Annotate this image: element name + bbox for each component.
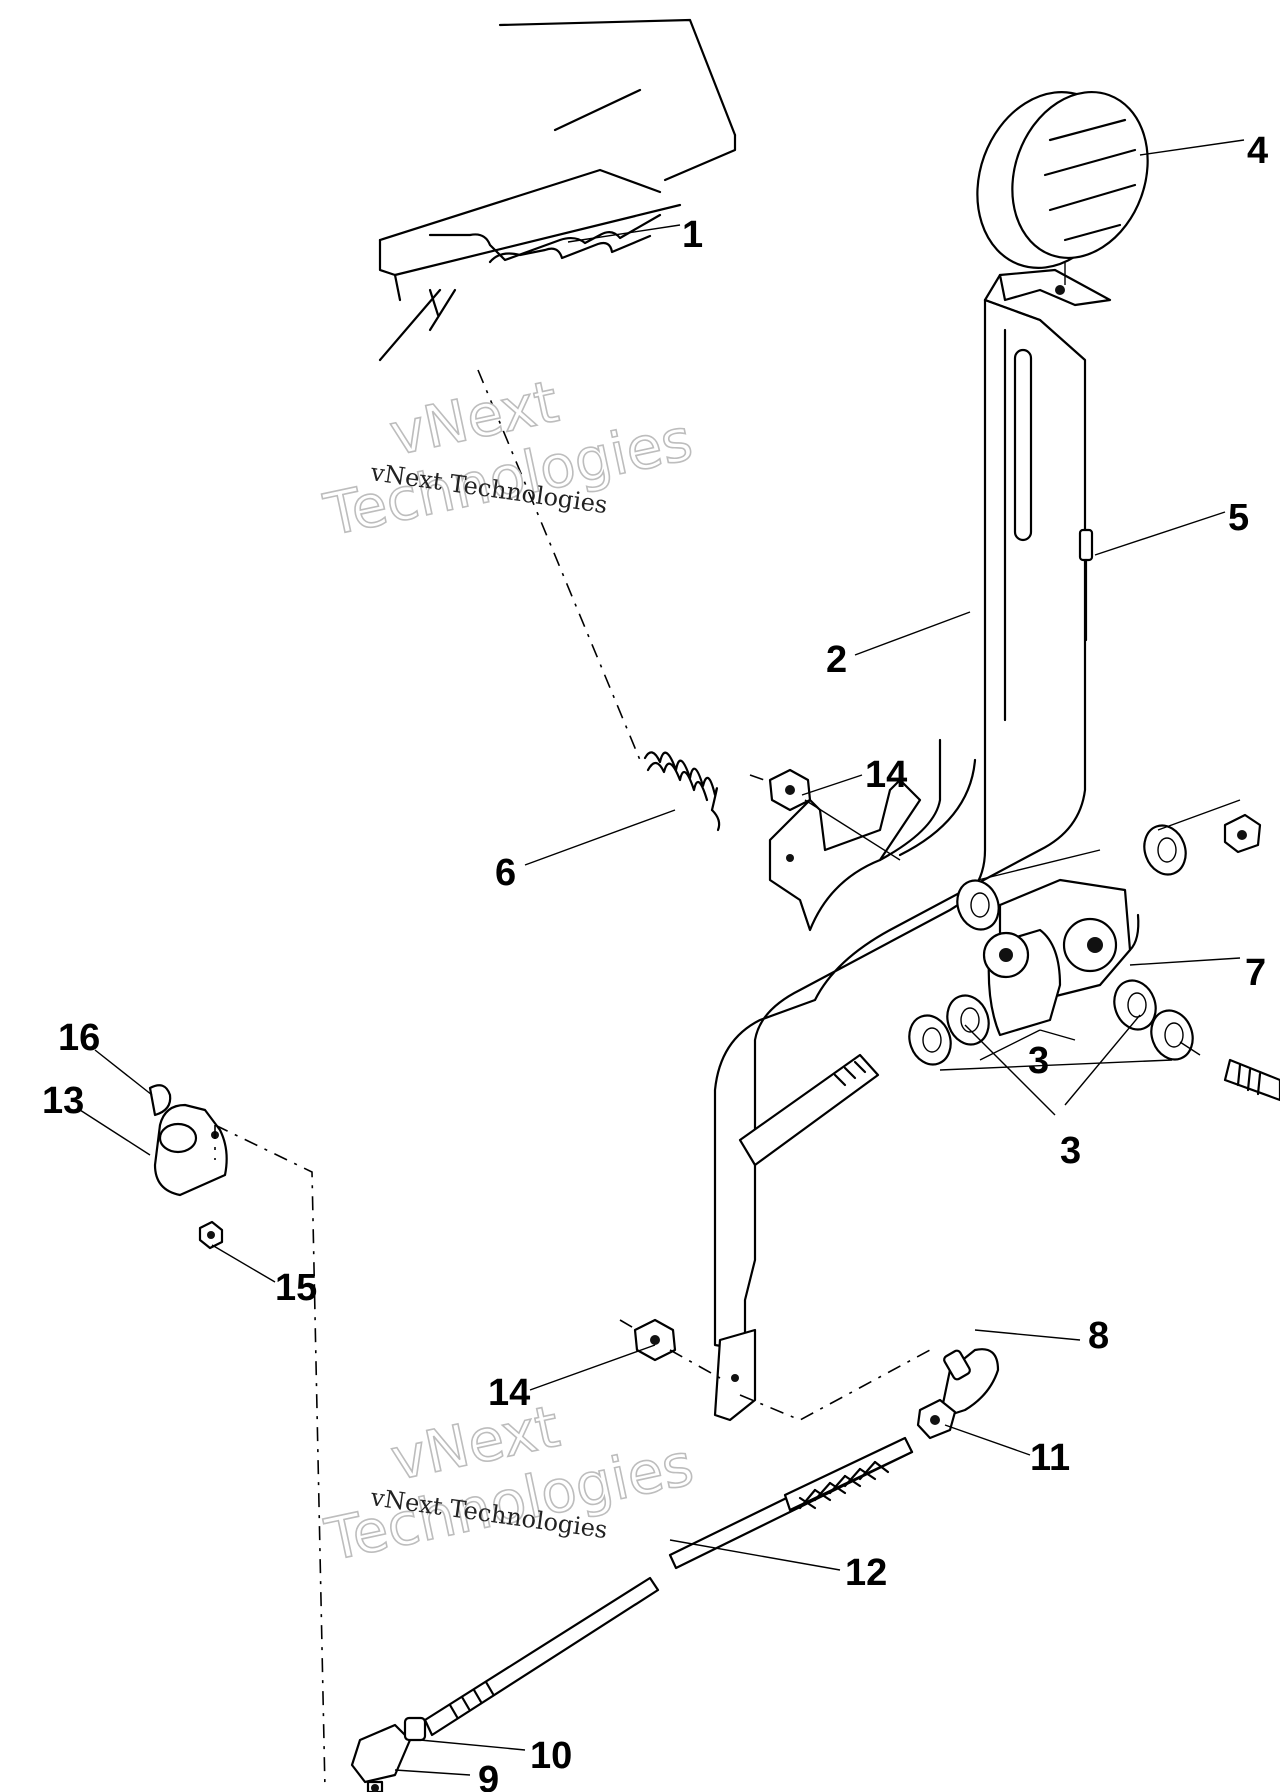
pedal-pad xyxy=(976,90,1149,285)
callout-3a: 3 xyxy=(1028,1040,1049,1082)
callout-13: 13 xyxy=(42,1080,84,1122)
callout-15: 15 xyxy=(275,1267,317,1309)
callout-10: 10 xyxy=(530,1735,572,1777)
pivot-shaft xyxy=(738,813,1280,1167)
adjusting-rod xyxy=(423,1436,914,1737)
callout-14a: 14 xyxy=(865,754,907,796)
washers xyxy=(908,799,1241,1071)
pedal-arm xyxy=(713,268,1112,1422)
callout-3b: 3 xyxy=(1060,1130,1081,1172)
callout-1: 1 xyxy=(682,214,703,256)
leader-lines xyxy=(79,139,1245,1776)
callout-8: 8 xyxy=(1088,1315,1109,1357)
callout-16: 16 xyxy=(58,1017,100,1059)
watermark-top: vNext Technologies xyxy=(318,366,699,550)
pin xyxy=(1078,528,1094,642)
mounting-bracket xyxy=(378,18,737,362)
callout-4: 4 xyxy=(1247,130,1268,172)
callout-2: 2 xyxy=(826,639,847,681)
callout-11: 11 xyxy=(1030,1437,1070,1479)
cam-assembly xyxy=(148,1084,228,1250)
spring xyxy=(643,751,721,832)
nut-upper xyxy=(749,768,901,861)
callout-7: 7 xyxy=(1245,952,1266,994)
callout-6: 6 xyxy=(495,852,516,894)
callouts: 1 2 3 3 4 5 6 7 8 9 10 11 12 13 14 14 15… xyxy=(42,130,1268,1792)
callout-14b: 14 xyxy=(488,1372,530,1414)
callout-12: 12 xyxy=(845,1552,887,1594)
spring-dash-line xyxy=(477,369,641,761)
callout-9: 9 xyxy=(478,1759,499,1792)
assembly-dash-line xyxy=(214,1124,326,1791)
ball-joint-lower xyxy=(350,1716,427,1792)
nut-lower xyxy=(619,1318,931,1421)
callout-5: 5 xyxy=(1228,497,1249,539)
ball-joint-upper xyxy=(916,1348,1000,1440)
pivot-block xyxy=(982,878,1140,1037)
